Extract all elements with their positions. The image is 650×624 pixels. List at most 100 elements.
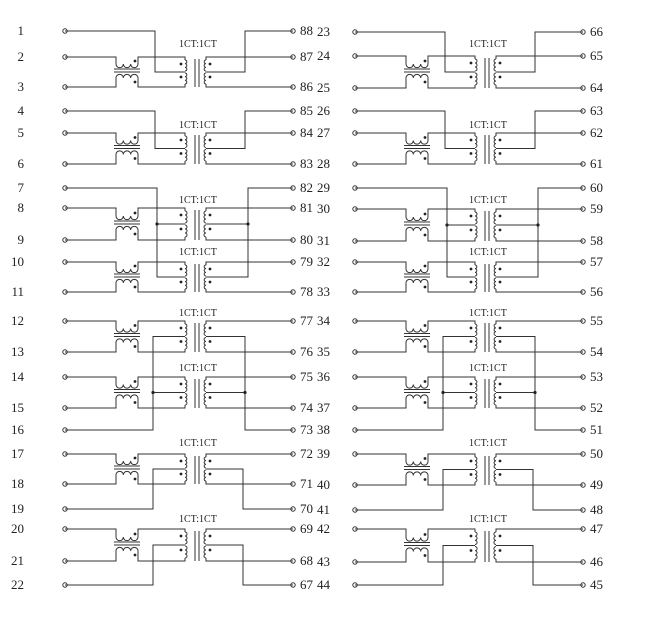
polarity-dot-icon (208, 267, 212, 271)
choke-coil-icon (405, 328, 429, 333)
pin-number-label: 54 (590, 344, 604, 359)
wire (495, 349, 583, 353)
choke-coil-icon (115, 73, 139, 79)
wire (427, 475, 476, 486)
pin-number-label: 50 (590, 446, 603, 461)
wire (65, 154, 117, 165)
wire (205, 237, 293, 241)
ratio-label: 1CT:1CT (179, 363, 217, 374)
wire (495, 161, 583, 165)
polarity-dot-icon (208, 213, 212, 217)
polarity-dot-icon (208, 227, 212, 231)
ratio-label: 1CT:1CT (469, 120, 507, 131)
choke-coil-icon (405, 394, 429, 399)
choke-coil-icon (115, 470, 139, 476)
wire (355, 469, 475, 511)
pin-number-label: 60 (590, 180, 603, 195)
choke-coil-icon (405, 547, 429, 552)
pin-number-label: 36 (317, 369, 331, 384)
pin-number-label: 55 (590, 313, 603, 328)
wire (355, 110, 475, 149)
pin-number-label: 82 (300, 180, 313, 195)
polarity-dot-icon (423, 345, 427, 348)
pin-number-label: 21 (11, 553, 24, 568)
pin-number-label: 33 (317, 284, 330, 299)
wire (427, 453, 476, 462)
wire (355, 320, 407, 329)
wire (65, 110, 185, 149)
wire (206, 30, 293, 73)
wire (495, 289, 583, 293)
pin-number-label: 42 (317, 521, 330, 536)
wire (427, 551, 476, 563)
wire (65, 398, 117, 409)
choke-coil-icon (405, 278, 429, 284)
choke-coil-icon (115, 338, 139, 343)
wire (427, 78, 476, 89)
pin-number-label: 67 (300, 577, 314, 592)
winding-coil-icon (493, 72, 497, 86)
pin-number-label: 24 (317, 48, 331, 63)
pin-number-label: 45 (590, 577, 603, 592)
polarity-dot-icon (179, 267, 183, 271)
wire (355, 231, 407, 242)
wire (205, 132, 293, 136)
polarity-dot-icon (423, 264, 427, 268)
wire (496, 31, 583, 73)
pin-number-label: 7 (18, 180, 25, 195)
junction-dot-icon (155, 222, 159, 226)
junction-dot-icon (243, 390, 247, 395)
choke-coil-icon (405, 268, 429, 274)
pin-number-label: 70 (300, 501, 313, 516)
polarity-dot-icon (133, 380, 137, 383)
polarity-dot-icon (469, 280, 473, 284)
wire (355, 187, 475, 278)
junction-dot-icon (536, 223, 540, 227)
winding-coil-icon (184, 59, 188, 72)
pin-number-label: 79 (300, 254, 313, 269)
polarity-dot-icon (208, 62, 212, 66)
pin-number-label: 34 (317, 313, 331, 328)
polarity-dot-icon (179, 326, 183, 330)
polarity-dot-icon (498, 75, 502, 79)
polarity-dot-icon (498, 473, 502, 476)
choke-coil-icon (405, 537, 429, 542)
wire (65, 342, 117, 353)
ratio-label: 1CT:1CT (469, 308, 507, 319)
polarity-dot-icon (469, 459, 473, 463)
winding-coil-icon (474, 531, 478, 545)
wire (355, 208, 407, 217)
polarity-dot-icon (208, 152, 212, 155)
polarity-dot-icon (133, 324, 137, 327)
wire (65, 468, 185, 510)
polarity-dot-icon (208, 340, 212, 343)
polarity-dot-icon (179, 459, 183, 463)
choke-coil-icon (405, 140, 429, 145)
winding-coil-icon (493, 323, 497, 336)
pin-number-label: 59 (590, 201, 603, 216)
polarity-dot-icon (423, 457, 427, 460)
wire (427, 132, 476, 141)
winding-coil-icon (474, 211, 478, 225)
pin-number-label: 47 (590, 521, 604, 536)
wire (205, 289, 293, 293)
pin-number-label: 16 (11, 422, 25, 437)
pin-number-label: 15 (11, 400, 24, 415)
polarity-dot-icon (208, 138, 212, 142)
choke-coil-icon (405, 471, 429, 476)
wire (205, 453, 293, 457)
wire (137, 376, 186, 385)
wire (205, 558, 293, 562)
polarity-dot-icon (179, 227, 183, 231)
winding-coil-icon (493, 58, 497, 72)
polarity-dot-icon (179, 340, 183, 343)
polarity-dot-icon (498, 340, 502, 343)
pin-number-label: 85 (300, 103, 313, 118)
pin-number-label: 11 (11, 284, 24, 299)
wire (65, 544, 185, 586)
